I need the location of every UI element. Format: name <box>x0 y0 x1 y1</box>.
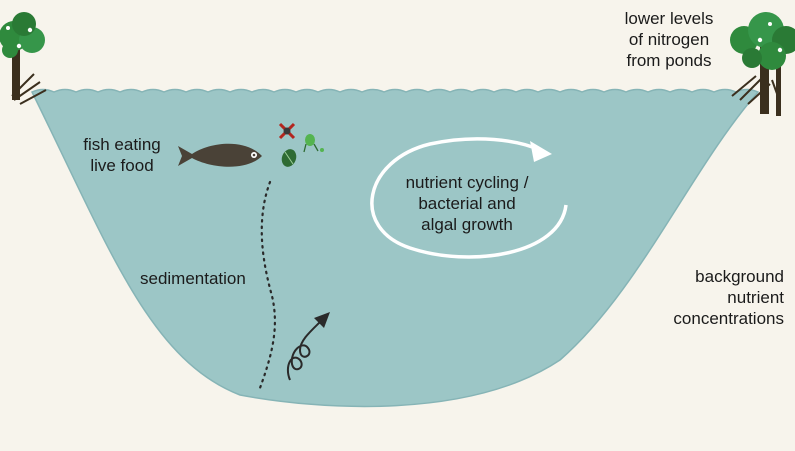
background-label-line3: concentrations <box>650 308 784 329</box>
nitrogen-label: lower levels of nitrogen from ponds <box>614 8 724 71</box>
fish-label: fish eating live food <box>70 134 174 176</box>
sedimentation-label: sedimentation <box>140 268 246 289</box>
nitrogen-label-line1: lower levels <box>614 8 724 29</box>
cycling-label-line1: nutrient cycling / <box>388 172 546 193</box>
background-label: background nutrient concentrations <box>650 266 784 329</box>
nitrogen-label-line2: of nitrogen <box>614 29 724 50</box>
cycling-label: nutrient cycling / bacterial and algal g… <box>388 172 546 235</box>
cycling-label-line3: algal growth <box>388 214 546 235</box>
fish-label-line2: live food <box>70 155 174 176</box>
fish-label-line1: fish eating <box>70 134 174 155</box>
background-label-line1: background <box>650 266 784 287</box>
nitrogen-label-line3: from ponds <box>614 50 724 71</box>
background-label-line2: nutrient <box>650 287 784 308</box>
cycling-label-line2: bacterial and <box>388 193 546 214</box>
